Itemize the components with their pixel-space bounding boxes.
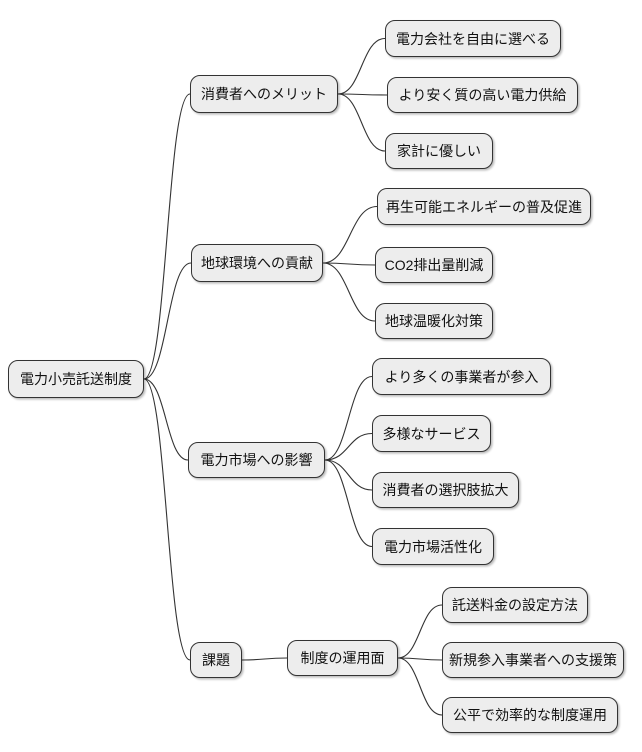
edge-branch3-leaf4 — [324, 459, 373, 548]
edge-branch2-leaf2 — [322, 262, 376, 266]
edge-branch3-leaf3 — [324, 459, 373, 491]
node-branch-environment: 地球環境への貢献 — [191, 244, 323, 282]
edge-sub-leaf2 — [397, 657, 443, 661]
node-leaf-newcomer-support: 新規参入事業者への支援策 — [442, 642, 624, 678]
edge-branch1-leaf1 — [337, 37, 386, 95]
node-leaf-fair-efficient-operation: 公平で効率的な制度運用 — [442, 697, 618, 733]
node-leaf-consumer-options: 消費者の選択肢拡大 — [372, 472, 519, 508]
node-leaf-household-friendly: 家計に優しい — [385, 133, 493, 169]
node-leaf-cheaper-quality-power: より安く質の高い電力供給 — [387, 77, 578, 113]
node-leaf-diverse-services: 多様なサービス — [372, 415, 491, 452]
edge-root-branch2 — [143, 262, 192, 380]
node-root: 電力小売託送制度 — [8, 360, 144, 398]
node-branch-issues: 課題 — [190, 642, 242, 678]
node-branch-market-impact: 電力市場への影響 — [188, 442, 325, 478]
edge-branch2-leaf3 — [322, 262, 376, 322]
edge-root-branch3 — [143, 378, 189, 461]
node-leaf-market-activation: 電力市場活性化 — [372, 528, 494, 565]
edge-branch1-leaf3 — [337, 93, 386, 152]
node-sub-system-operation: 制度の運用面 — [287, 640, 398, 676]
edge-root-branch1 — [143, 93, 191, 380]
edge-root-branch4 — [143, 378, 191, 661]
node-branch-consumer-merit: 消費者へのメリット — [190, 75, 338, 113]
node-leaf-co2-reduction: CO2排出量削減 — [375, 247, 493, 283]
edge-sub-leaf1 — [397, 604, 443, 659]
edge-branch3-leaf2 — [324, 432, 373, 461]
node-leaf-global-warming: 地球温暖化対策 — [375, 303, 493, 339]
edge-branch4-sub — [241, 657, 288, 661]
node-leaf-more-operators: より多くの事業者が参入 — [372, 358, 551, 395]
node-leaf-fee-setting: 託送料金の設定方法 — [442, 587, 588, 623]
edge-branch2-leaf1 — [322, 205, 378, 264]
edge-branch1-leaf2 — [337, 93, 388, 96]
edge-branch3-leaf1 — [324, 375, 373, 461]
edge-sub-leaf3 — [397, 657, 443, 716]
node-leaf-renewable-energy: 再生可能エネルギーの普及促進 — [377, 188, 591, 225]
node-leaf-choose-company: 電力会社を自由に選べる — [385, 20, 561, 57]
